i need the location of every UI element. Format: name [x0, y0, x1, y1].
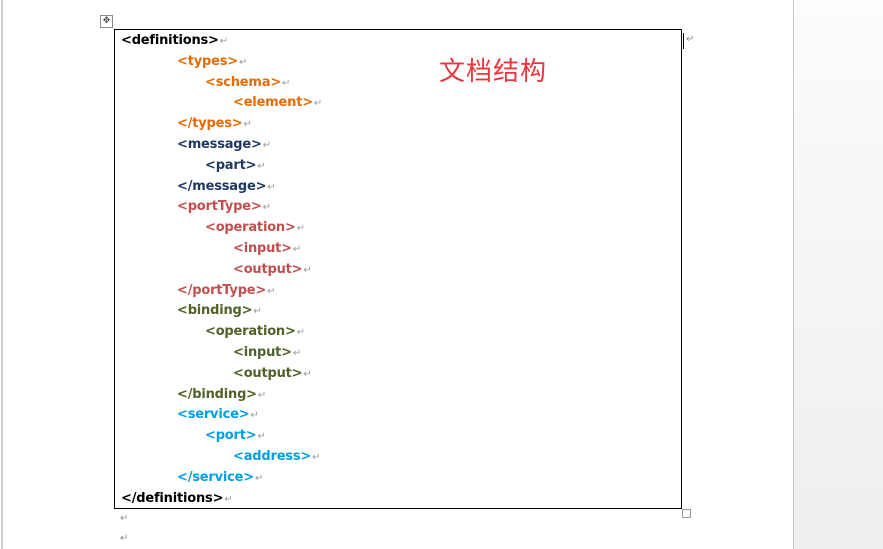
tag-text: <operation> [205, 324, 296, 340]
code-line-message[interactable]: </message>↵ [177, 177, 276, 197]
code-line-types[interactable]: <element>↵ [233, 93, 322, 113]
paragraph-mark-icon: ↵ [303, 368, 312, 380]
paragraph-mark-icon: ↵ [257, 160, 266, 172]
paragraph-mark-icon: ↵ [219, 36, 228, 47]
code-line-types[interactable]: <schema>↵ [205, 73, 290, 93]
code-line-binding[interactable]: <binding>↵ [177, 301, 262, 321]
tag-text: </definitions> [121, 490, 224, 506]
code-line-types[interactable]: </types>↵ [177, 114, 252, 134]
tag-text: <output> [233, 365, 303, 381]
paragraph-mark-icon: ↵ [282, 77, 291, 89]
tag-text: <message> [177, 137, 262, 152]
tag-text: </portType> [177, 282, 267, 298]
code-line-porttype[interactable]: <output>↵ [233, 260, 312, 280]
paragraph-mark-icon: ↵ [257, 431, 266, 443]
code-line-definitions[interactable]: <definitions>↵ [121, 31, 228, 51]
tag-text: <definitions> [121, 33, 219, 48]
code-line-service[interactable]: <port>↵ [205, 426, 266, 446]
code-line-definitions[interactable]: </definitions>↵ [121, 489, 233, 509]
paragraph-mark-icon: ↵ [262, 140, 271, 151]
tag-text: <operation> [205, 220, 296, 236]
wsdl-structure-table[interactable]: <definitions>↵<types>↵<schema>↵<element>… [114, 29, 682, 509]
code-line-service[interactable]: <address>↵ [233, 447, 320, 467]
tag-text: <types> [177, 53, 238, 69]
tag-text: <port> [205, 428, 257, 444]
paragraph-mark-icon: ↵ [313, 98, 323, 110]
code-line-porttype[interactable]: </portType>↵ [177, 281, 276, 301]
table-resize-handle[interactable] [682, 509, 691, 518]
code-line-message[interactable]: <message>↵ [177, 135, 271, 155]
tag-text: </types> [177, 116, 243, 132]
text-cursor [683, 33, 684, 49]
empty-paragraph-mark: ↵ [120, 533, 129, 544]
code-line-types[interactable]: <types>↵ [177, 52, 247, 72]
paragraph-mark-icon: ↵ [292, 244, 302, 255]
tag-text: <element> [233, 95, 313, 111]
table-move-handle-icon[interactable]: ✥ [100, 15, 113, 28]
code-line-message[interactable]: <part>↵ [205, 156, 266, 176]
paragraph-mark-icon: ↵ [243, 119, 252, 131]
tag-text: <schema> [205, 74, 282, 90]
tag-text: <binding> [177, 303, 253, 319]
paragraph-mark-icon: ↵ [238, 56, 248, 68]
code-line-binding[interactable]: <input>↵ [233, 343, 301, 363]
page-left-edge [1, 0, 3, 549]
tag-text: </binding> [177, 386, 257, 402]
end-of-row-mark: ↵ [686, 34, 695, 45]
paragraph-mark-icon: ↵ [267, 285, 276, 297]
paragraph-mark-icon: ↵ [254, 472, 264, 484]
paragraph-mark-icon: ↵ [312, 452, 321, 463]
paragraph-mark-icon: ↵ [267, 181, 276, 193]
code-line-porttype[interactable]: <portType>↵ [177, 197, 271, 217]
empty-paragraph-mark: ↵ [120, 513, 129, 524]
tag-text: <service> [177, 407, 250, 423]
tag-text: </service> [177, 469, 254, 485]
code-line-porttype[interactable]: <operation>↵ [205, 218, 305, 238]
code-line-binding[interactable]: <output>↵ [233, 364, 312, 384]
paragraph-mark-icon: ↵ [292, 348, 302, 359]
code-line-service[interactable]: <service>↵ [177, 405, 259, 425]
tag-text: <portType> [177, 199, 262, 215]
code-line-porttype[interactable]: <input>↵ [233, 239, 301, 259]
tag-text: <input> [233, 345, 292, 360]
tag-text: <output> [233, 261, 303, 277]
tag-text: </message> [177, 178, 267, 194]
code-line-binding[interactable]: <operation>↵ [205, 322, 305, 342]
paragraph-mark-icon: ↵ [250, 410, 259, 422]
paragraph-mark-icon: ↵ [253, 306, 262, 318]
paragraph-mark-icon: ↵ [296, 327, 305, 339]
paragraph-mark-icon: ↵ [296, 223, 305, 235]
scroll-area-right-margin [793, 0, 883, 549]
tag-text: <address> [233, 449, 312, 464]
paragraph-mark-icon: ↵ [303, 264, 312, 276]
paragraph-mark-icon: ↵ [257, 389, 267, 401]
paragraph-mark-icon: ↵ [262, 202, 271, 214]
code-line-service[interactable]: </service>↵ [177, 468, 263, 488]
tag-text: <part> [205, 157, 257, 173]
tag-text: <input> [233, 241, 292, 256]
document-structure-title: 文档结构 [439, 57, 548, 87]
code-line-binding[interactable]: </binding>↵ [177, 385, 266, 405]
paragraph-mark-icon: ↵ [224, 493, 233, 505]
